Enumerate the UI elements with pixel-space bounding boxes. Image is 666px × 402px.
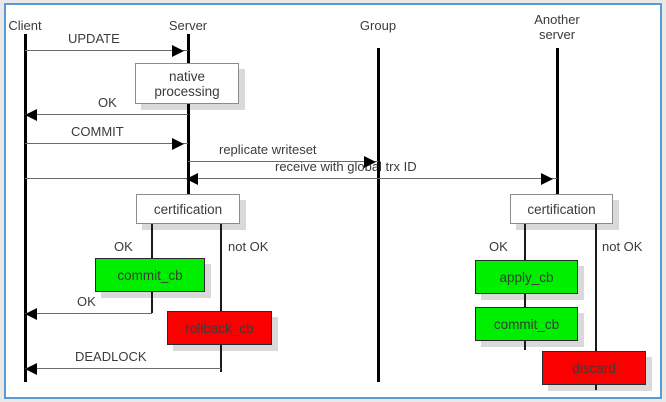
box-certification-right: certification xyxy=(510,194,613,224)
message-label-update: UPDATE xyxy=(68,31,120,46)
arrow-commit-head xyxy=(172,138,184,150)
message-label-ok-commit: OK xyxy=(77,294,96,309)
arrow-ok-native-line xyxy=(25,114,188,115)
branch-line-notok-right xyxy=(595,224,597,390)
branch-label-notok-left: not OK xyxy=(228,239,269,254)
arrow-receive-head-right xyxy=(541,173,553,185)
lifeline-head-group: Group xyxy=(359,18,397,33)
box-commit-cb-right: commit_cb xyxy=(475,307,578,341)
box-apply-cb: apply_cb xyxy=(475,260,578,294)
arrow-ok-commit-head xyxy=(25,308,37,320)
arrow-ok-commit-line xyxy=(25,313,152,314)
arrow-update-head xyxy=(172,45,184,57)
lifeline-head-another-server: Another server xyxy=(534,12,580,42)
message-label-replicate: replicate writeset xyxy=(219,142,317,157)
arrow-replicate-line xyxy=(188,161,378,162)
lifeline-group xyxy=(377,48,380,382)
box-commit-cb-left: commit_cb xyxy=(95,258,205,292)
branch-label-ok-right: OK xyxy=(489,239,508,254)
arrow-replicate-head xyxy=(364,156,376,168)
lifeline-head-server: Server xyxy=(168,18,208,33)
lifeline-client xyxy=(24,34,27,382)
branch-line-notok-left xyxy=(220,224,222,372)
message-label-deadlock: DEADLOCK xyxy=(75,349,147,364)
branch-label-ok-left: OK xyxy=(114,239,133,254)
lifeline-head-client: Client xyxy=(8,18,42,33)
box-native-processing: native processing xyxy=(135,63,239,104)
lifeline-another-server xyxy=(556,48,559,200)
arrow-receive-head-left xyxy=(186,173,198,185)
arrow-update-line xyxy=(25,50,188,51)
branch-label-notok-right: not OK xyxy=(602,239,643,254)
message-label-ok-native: OK xyxy=(98,95,117,110)
arrow-commit-line xyxy=(25,143,188,144)
box-rollback-cb: rollback_cb xyxy=(167,311,272,345)
message-label-receive: receive with global trx ID xyxy=(275,159,417,174)
box-discard: discard xyxy=(542,351,646,385)
lifeline-server xyxy=(187,34,190,200)
arrow-deadlock-head xyxy=(25,363,37,375)
box-certification-left: certification xyxy=(136,194,240,224)
message-label-commit: COMMIT xyxy=(71,124,124,139)
arrow-deadlock-line xyxy=(25,368,221,369)
arrow-receive-line xyxy=(25,178,557,179)
arrow-ok-native-head xyxy=(25,109,37,121)
